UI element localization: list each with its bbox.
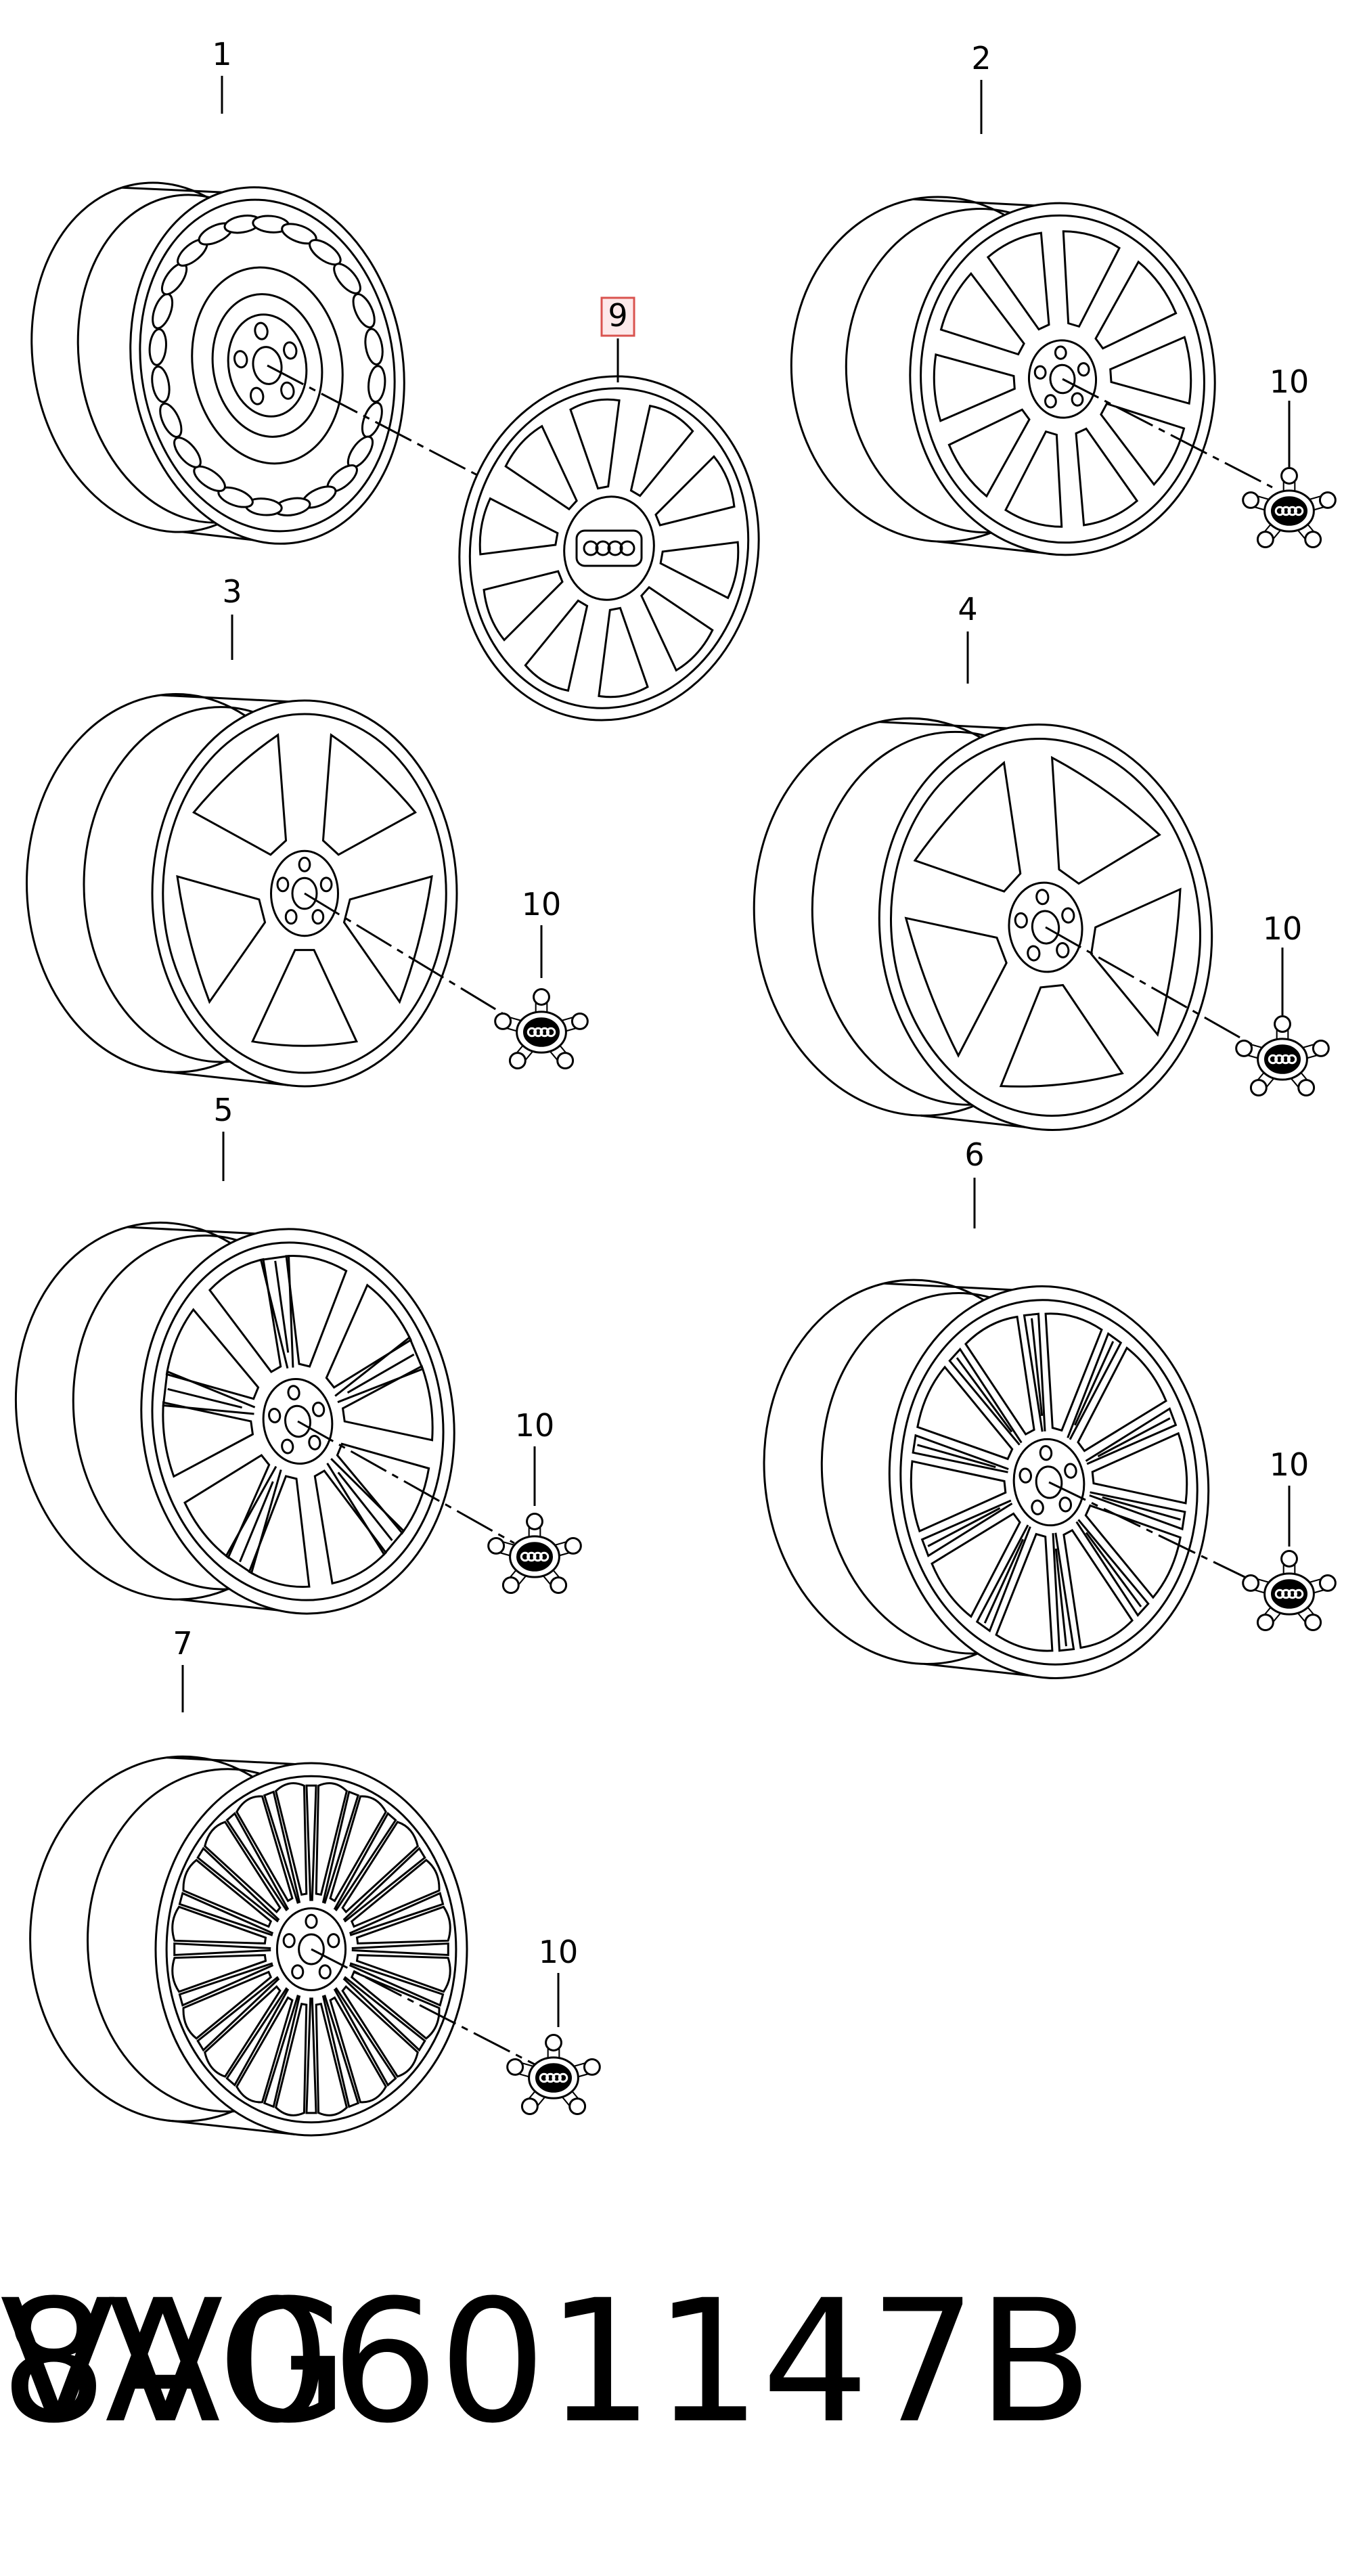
callout-label: 6 bbox=[964, 1136, 984, 1173]
callout-label: 4 bbox=[958, 591, 977, 627]
callout-label: 9 bbox=[608, 297, 627, 334]
callout-9: 9 bbox=[600, 296, 635, 337]
callout-label: 10 bbox=[1270, 1446, 1310, 1483]
wheel-alloy-10-split-spoke bbox=[763, 1178, 1291, 1679]
callout-highlight-box bbox=[600, 296, 635, 337]
center-cap bbox=[506, 2034, 601, 2116]
part-number: 8V0601147B bbox=[0, 2263, 1093, 2460]
callout-2: 2 bbox=[971, 40, 991, 76]
wheel-alloy-10-spoke bbox=[790, 80, 1291, 556]
callout-label: 10 bbox=[515, 1407, 555, 1444]
callout-label: 3 bbox=[222, 573, 242, 610]
wheel-alloy-multi-spoke bbox=[29, 1665, 560, 2137]
callout-1: 1 bbox=[212, 36, 231, 72]
wheel-alloy-5-spoke-wide bbox=[753, 631, 1284, 1131]
callout-label: 2 bbox=[971, 40, 991, 76]
center-cap bbox=[1235, 1015, 1330, 1097]
callout-label: 10 bbox=[1270, 363, 1310, 400]
center-cap bbox=[487, 1513, 582, 1595]
callout-10: 10 bbox=[539, 1934, 579, 1970]
center-cap bbox=[1242, 1550, 1337, 1632]
callout-10: 10 bbox=[1263, 910, 1303, 947]
callout-4: 4 bbox=[958, 591, 977, 627]
center-cap bbox=[494, 988, 589, 1070]
callout-label: 10 bbox=[539, 1934, 579, 1970]
callout-label: 5 bbox=[213, 1092, 233, 1128]
callout-label: 10 bbox=[1263, 910, 1303, 947]
callout-label: 7 bbox=[173, 1625, 192, 1662]
callout-10: 10 bbox=[1270, 363, 1310, 400]
brand-name: VAG bbox=[0, 2263, 349, 2460]
callout-10: 10 bbox=[522, 886, 562, 923]
callout-label: 1 bbox=[212, 36, 231, 72]
wheel-steel bbox=[30, 76, 501, 545]
center-cap bbox=[1242, 467, 1337, 549]
callout-10: 10 bbox=[1270, 1446, 1310, 1483]
callout-6: 6 bbox=[964, 1136, 984, 1173]
callout-5: 5 bbox=[213, 1092, 233, 1128]
callout-10: 10 bbox=[515, 1407, 555, 1444]
wheel-alloy-5-double-spoke bbox=[14, 1132, 536, 1615]
wheel-alloy-5-spoke bbox=[26, 615, 543, 1088]
hubcap bbox=[458, 338, 760, 721]
callout-7: 7 bbox=[173, 1625, 192, 1662]
callout-label: 10 bbox=[522, 886, 562, 923]
callout-3: 3 bbox=[222, 573, 242, 610]
